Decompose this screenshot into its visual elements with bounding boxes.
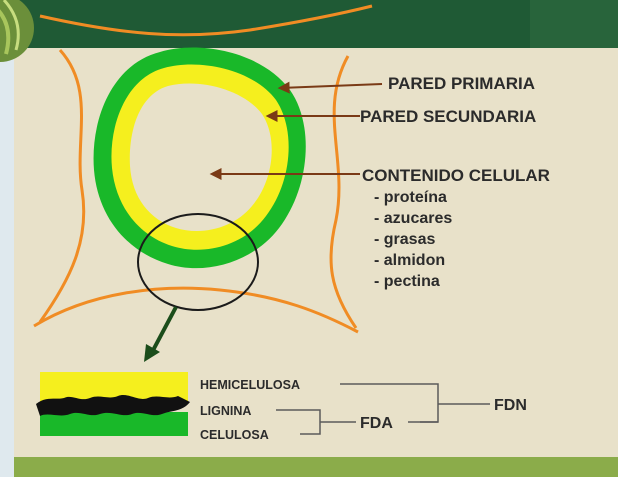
content-item: - grasas: [374, 231, 435, 248]
label-contenido-celular: CONTENIDO CELULAR: [362, 166, 550, 185]
label-hemicelulosa: HEMICELULOSA: [200, 378, 300, 392]
label-lignina: LIGNINA: [200, 404, 251, 418]
content-item: - azucares: [374, 210, 452, 227]
header-accent: [530, 0, 618, 48]
label-fda: FDA: [360, 415, 393, 432]
content-item: - almidon: [374, 252, 445, 269]
cellulose-layer: [40, 412, 188, 436]
label-fdn: FDN: [494, 397, 527, 414]
content-item: - pectina: [374, 273, 440, 290]
content-item: - proteína: [374, 189, 447, 206]
label-pared-secundaria: PARED SECUNDARIA: [360, 107, 536, 126]
label-celulosa: CELULOSA: [200, 428, 269, 442]
header-band: [14, 0, 618, 48]
footer-band: [14, 457, 618, 477]
label-pared-primaria: PARED PRIMARIA: [388, 74, 535, 93]
